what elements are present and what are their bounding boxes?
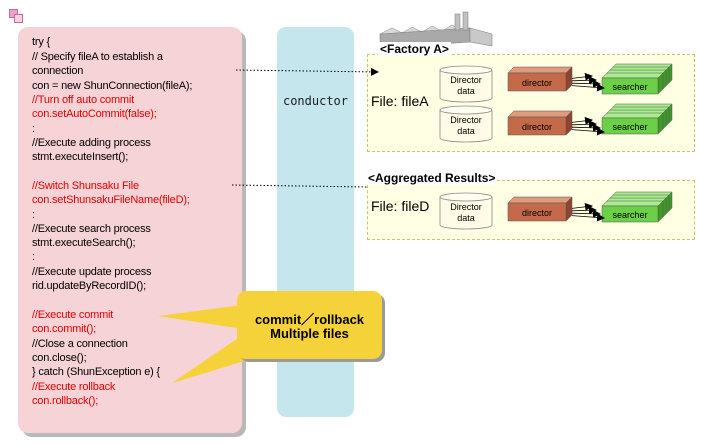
code-line: con.close(); [32,352,87,364]
director-block: director [507,110,573,136]
searcher-stack: searcher [601,191,673,223]
director-block: director [507,66,573,92]
code-line: //Turn off auto commit [32,94,134,106]
code-line: : [32,209,35,221]
searcher-label: searcher [612,210,647,220]
director-data-label: data [457,213,475,223]
director-searcher-links [571,72,605,92]
code-line: rid.updateByRecordID(); [32,280,147,292]
searcher-stack: searcher [601,103,673,135]
code-line: //Execute adding process [32,137,151,149]
factory-a-title: <Factory A> [378,42,451,56]
code-line: con.commit(); [32,323,97,335]
code-line: try { [32,36,50,48]
callout-pointer-commit [158,304,250,330]
connector-fileD [231,184,369,188]
director-data-label: Director [450,202,482,212]
code-line: //Switch Shunsaku File [32,180,139,192]
director-data-label: Director [450,115,482,125]
director-data-label: data [457,86,475,96]
code-line: con = new ShunConnection(fileA); [32,80,193,92]
code-line: //Execute update process [32,266,152,278]
code-line: con.rollback(); [32,395,99,407]
aggregated-title: <Aggregated Results> [366,171,498,185]
code-line: : [32,251,35,263]
director-label: director [522,122,552,132]
director-data-label: data [457,126,475,136]
code-line: connection [32,65,84,77]
commit-rollback-callout [237,291,382,359]
callout-line-1: commit／rollback [254,312,365,327]
code-line: stmt.executeInsert(); [32,151,129,163]
director-label: director [522,208,552,218]
factory-a-file-label: File: fileA [371,93,429,109]
code-line: : [32,123,35,135]
director-label: director [522,78,552,88]
code-line: stmt.executeSearch(); [32,237,136,249]
callout-line-2: Multiple files [270,326,349,341]
connector-fileA [235,67,379,76]
director-data-label: Director [450,75,482,85]
code-line: //Execute commit [32,309,114,321]
searcher-label: searcher [612,122,647,132]
slide-bullet-icon [9,9,23,23]
code-line: // Specify fileA to establish a [32,51,163,63]
director-searcher-links [571,202,605,222]
searcher-stack: searcher [601,63,673,95]
code-line: //Execute rollback [32,381,116,393]
code-line: //Close a connection [32,338,128,350]
code-line: //Execute search process [32,223,151,235]
code-line: } catch (ShunException e) { [32,366,160,378]
searcher-label: searcher [612,82,647,92]
code-line: con.setShunsakuFileName(fileD); [32,194,190,206]
code-line: con.setAutoCommit(false); [32,108,157,120]
aggregated-file-label: File: fileD [371,198,430,214]
conductor-label: conductor [282,94,349,108]
director-searcher-links [571,116,605,136]
director-block: director [507,196,573,222]
